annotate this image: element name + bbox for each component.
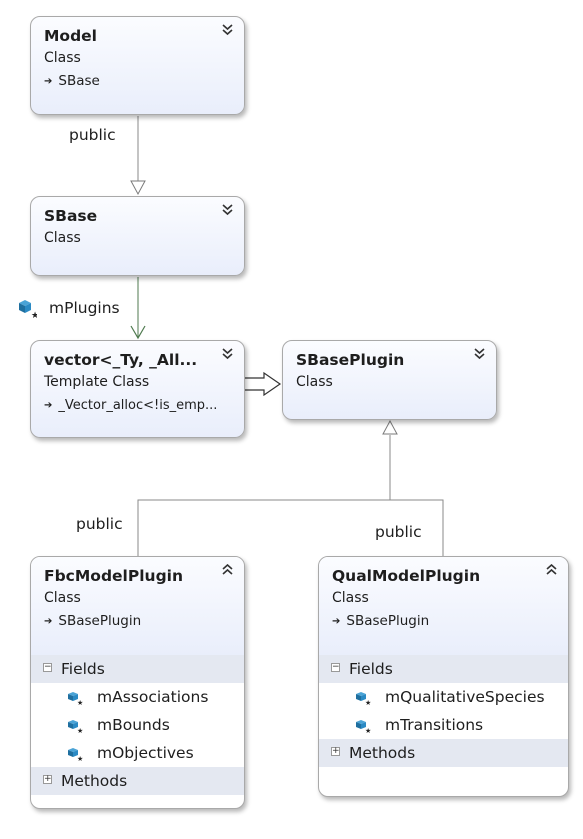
field-name: mQualitativeSpecies bbox=[385, 688, 545, 706]
fields-section: −Fields ★ mAssociations ★ mBounds ★ mObj… bbox=[31, 655, 244, 795]
field-icon: ★ bbox=[68, 748, 83, 762]
model-sbase-label: public bbox=[69, 126, 116, 144]
association-field-icon: ★ bbox=[19, 300, 37, 319]
chevron-down-icon[interactable] bbox=[221, 348, 234, 360]
svg-text:★: ★ bbox=[365, 727, 371, 734]
class-name: SBasePlugin bbox=[296, 351, 405, 369]
class-stereotype: Class bbox=[44, 50, 81, 66]
methods-header[interactable]: + Methods bbox=[31, 767, 244, 795]
chevron-up-icon[interactable] bbox=[221, 564, 234, 576]
fields-label: Fields bbox=[61, 660, 105, 678]
class-name: SBase bbox=[44, 207, 98, 225]
fields-header[interactable]: −Fields bbox=[31, 655, 244, 683]
class-name: QualModelPlugin bbox=[332, 567, 481, 585]
class-stereotype: Template Class bbox=[44, 374, 150, 390]
base-type-label: SBase bbox=[58, 73, 100, 89]
class-box-fbcmodelplugin[interactable]: FbcModelPlugin Class ➔ SBasePlugin −Field… bbox=[30, 556, 245, 809]
field-item[interactable]: ★ mTransitions bbox=[319, 711, 568, 739]
field-icon: ★ bbox=[356, 692, 371, 706]
plugins-sbaseplugin-arrowhead bbox=[382, 419, 398, 435]
svg-text:★: ★ bbox=[77, 727, 83, 734]
collapse-icon[interactable]: − bbox=[331, 662, 340, 672]
field-item[interactable]: ★ mQualitativeSpecies bbox=[319, 683, 568, 711]
field-item[interactable]: ★ mAssociations bbox=[31, 683, 244, 711]
class-stereotype: Class bbox=[332, 590, 369, 606]
class-box-vector[interactable]: vector<_Ty, _All... Template Class ➔ _Vec… bbox=[30, 340, 245, 438]
field-name: mObjectives bbox=[97, 744, 194, 762]
sbase-vector-label: mPlugins bbox=[49, 299, 120, 317]
field-icon: ★ bbox=[68, 692, 83, 706]
svg-text:★: ★ bbox=[365, 699, 371, 706]
field-name: mTransitions bbox=[385, 716, 484, 734]
base-type-label: _Vector_alloc<!is_emp... bbox=[58, 398, 218, 413]
inheritance-arrow-icon: ➔ bbox=[332, 616, 341, 627]
field-icon: ★ bbox=[356, 720, 371, 734]
class-box-sbaseplugin[interactable]: SBasePlugin Class bbox=[282, 340, 497, 420]
svg-text:★: ★ bbox=[77, 755, 83, 762]
fields-header[interactable]: −Fields bbox=[319, 655, 568, 683]
expand-icon[interactable]: + bbox=[43, 774, 52, 784]
field-icon: ★ bbox=[68, 720, 83, 734]
base-type-label: SBasePlugin bbox=[58, 613, 142, 629]
inheritance-arrow-icon: ➔ bbox=[44, 76, 53, 87]
fbc-sbaseplugin-label: public bbox=[76, 515, 123, 533]
base-type-label: SBasePlugin bbox=[346, 613, 430, 629]
class-box-model[interactable]: Model Class ➔ SBase bbox=[30, 16, 245, 115]
field-item[interactable]: ★ mBounds bbox=[31, 711, 244, 739]
class-stereotype: Class bbox=[296, 374, 333, 390]
svg-text:★: ★ bbox=[31, 311, 37, 319]
class-name: vector<_Ty, _All... bbox=[44, 351, 198, 369]
qual-sbaseplugin-label: public bbox=[375, 523, 422, 541]
vector-sbaseplugin-arrow bbox=[242, 371, 282, 397]
chevron-down-icon[interactable] bbox=[221, 24, 234, 36]
qual-sbaseplugin-line bbox=[390, 499, 444, 556]
class-name: FbcModelPlugin bbox=[44, 567, 184, 585]
field-item[interactable]: ★ mObjectives bbox=[31, 739, 244, 767]
inheritance-arrow-icon: ➔ bbox=[44, 400, 53, 411]
base-type: ➔ SBase bbox=[44, 70, 232, 94]
expand-icon[interactable]: + bbox=[331, 746, 340, 756]
methods-header[interactable]: + Methods bbox=[319, 739, 568, 767]
class-box-sbase[interactable]: SBase Class bbox=[30, 196, 245, 276]
class-name: Model bbox=[44, 27, 97, 45]
svg-text:★: ★ bbox=[77, 699, 83, 706]
model-sbase-arrowhead bbox=[130, 180, 146, 196]
fields-label: Fields bbox=[349, 660, 393, 678]
methods-label: Methods bbox=[349, 744, 416, 762]
field-name: mBounds bbox=[97, 716, 170, 734]
base-type: ➔ SBasePlugin bbox=[332, 610, 556, 634]
chevron-down-icon[interactable] bbox=[221, 204, 234, 216]
sbase-vector-arrowhead bbox=[130, 325, 146, 340]
field-name: mAssociations bbox=[97, 688, 209, 706]
methods-label: Methods bbox=[61, 772, 128, 790]
chevron-up-icon[interactable] bbox=[545, 564, 558, 576]
fields-section: −Fields ★ mQualitativeSpecies ★ mTransit… bbox=[319, 655, 568, 767]
base-type: ➔ SBasePlugin bbox=[44, 610, 232, 634]
class-stereotype: Class bbox=[44, 590, 81, 606]
base-type: ➔ _Vector_alloc<!is_emp... bbox=[44, 394, 232, 418]
fbc-sbaseplugin-line bbox=[137, 435, 391, 558]
inheritance-arrow-icon: ➔ bbox=[44, 616, 53, 627]
collapse-icon[interactable]: − bbox=[43, 662, 52, 672]
chevron-down-icon[interactable] bbox=[473, 348, 486, 360]
class-box-qualmodelplugin[interactable]: QualModelPlugin Class ➔ SBasePlugin −Fiel… bbox=[318, 556, 569, 797]
class-stereotype: Class bbox=[44, 230, 81, 246]
